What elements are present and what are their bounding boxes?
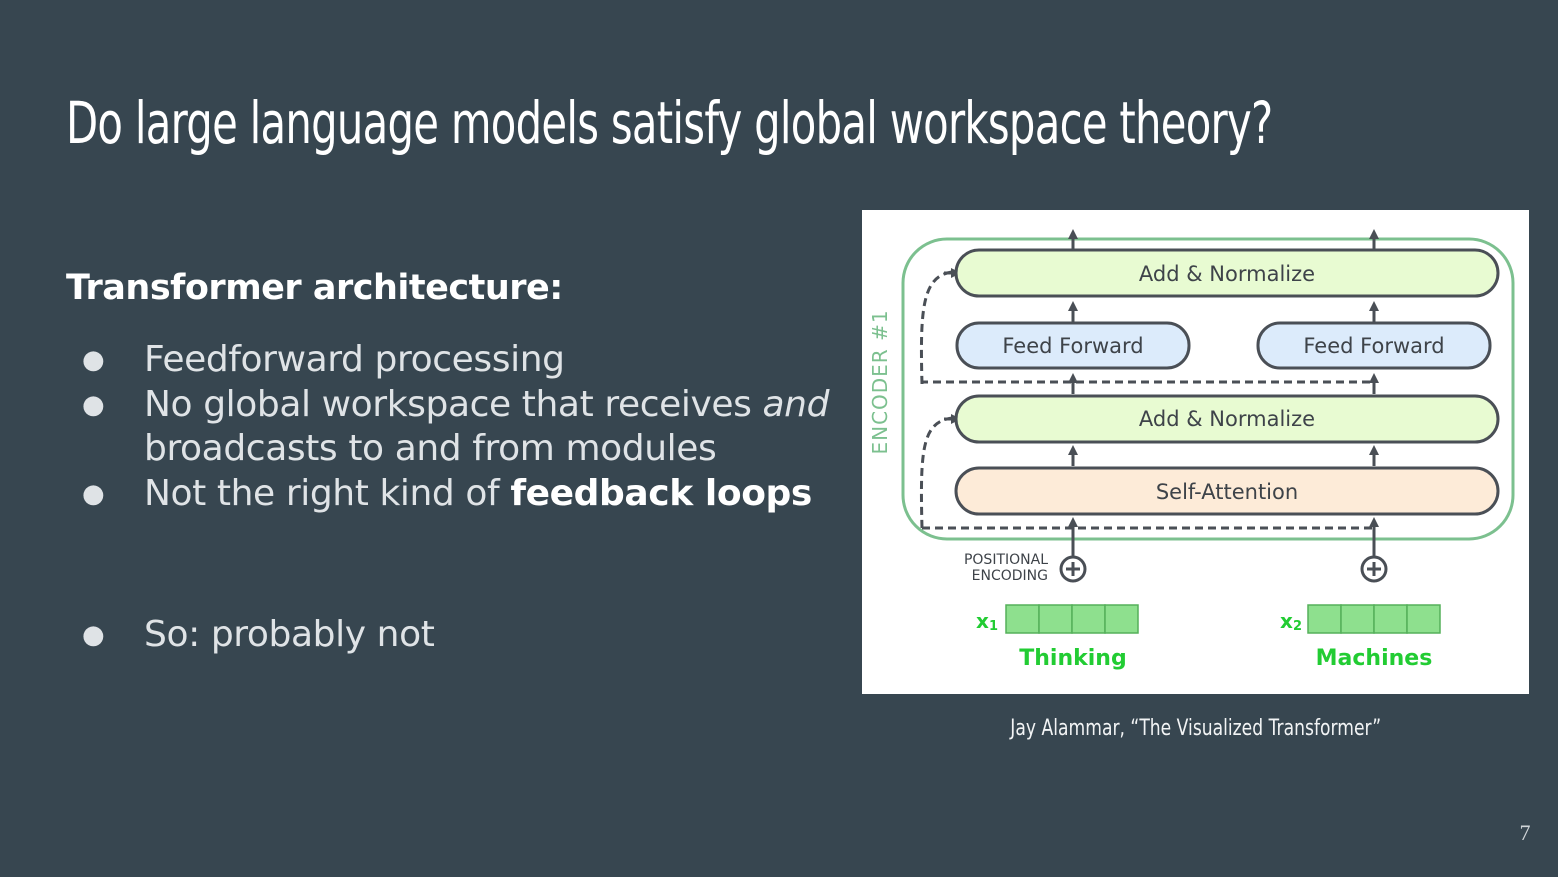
plus-circle-icon — [1360, 555, 1388, 583]
residual-line — [919, 416, 953, 529]
bullet-text-emphasis: and — [762, 384, 830, 425]
x2-label: x — [1280, 609, 1293, 633]
plus-circle-icon — [1059, 555, 1087, 583]
section-heading: Transformer architecture: — [66, 268, 563, 308]
bullet-dot: ● — [82, 479, 105, 509]
residual-line — [920, 380, 1374, 384]
residual-line — [919, 270, 953, 385]
encoder-outline — [901, 237, 1515, 541]
embedding-vector-x2 — [1307, 604, 1441, 634]
bullet-text: No global workspace that receives and — [144, 383, 829, 427]
x1-subscript: 1 — [989, 619, 998, 634]
bullet-list: ● Feedforward processing ● No global wor… — [0, 0, 840, 700]
residual-connections — [919, 270, 1374, 530]
bullet-dot: ● — [82, 345, 105, 375]
slide-title: Do large language models satisfy global … — [66, 89, 1273, 157]
token-word-thinking: Thinking — [1019, 646, 1126, 671]
transformer-encoder-diagram: ENCODER #1 Add & Normalize — [862, 210, 1529, 694]
bullet-text-bold: feedback loops — [510, 473, 812, 514]
bullet-text-part: No global workspace that receives — [144, 384, 763, 425]
figure-caption-text: Jay Alammar, “The Visualized Transformer… — [1010, 716, 1381, 741]
x1-label: x — [976, 609, 989, 633]
bottom-edge — [0, 877, 1558, 880]
feed-forward-box-right — [1256, 321, 1492, 370]
self-attention-box — [954, 466, 1500, 516]
mid-add-normalize-box — [954, 394, 1500, 444]
feed-forward-label-right: Feed Forward — [1303, 334, 1444, 358]
bullet-text: broadcasts to and from modules — [144, 428, 717, 469]
bullet-text-part: Not the right kind of — [144, 473, 511, 514]
positional-encoding-label-line2: ENCODING — [972, 568, 1048, 584]
diagram-svg: ENCODER #1 Add & Normalize — [868, 229, 1515, 671]
flow-arrows — [1068, 229, 1379, 556]
feed-forward-label-left: Feed Forward — [1002, 334, 1143, 358]
encoder-label: ENCODER #1 — [868, 309, 892, 454]
bullet-text: So: probably not — [144, 614, 435, 655]
residual-arrowheads — [944, 268, 961, 424]
top-add-normalize-box — [954, 248, 1500, 298]
token-word-machines: Machines — [1316, 646, 1433, 671]
self-attention-label: Self-Attention — [1156, 480, 1298, 504]
embedding-vector-x1 — [1005, 604, 1139, 634]
bullet-dot: ● — [82, 620, 105, 650]
figure-caption: Jay Alammar, “The Visualized Transformer… — [862, 714, 1529, 744]
page-number: 7 — [1519, 820, 1531, 845]
top-add-normalize-label: Add & Normalize — [1139, 262, 1315, 286]
bullet-text: Feedforward processing — [144, 339, 565, 380]
positional-encoding-label-line1: POSITIONAL — [964, 552, 1048, 568]
x2-subscript: 2 — [1293, 619, 1302, 634]
bullet-text: Not the right kind of feedback loops — [144, 472, 812, 516]
mid-add-normalize-label: Add & Normalize — [1139, 407, 1315, 431]
bullet-dot: ● — [82, 390, 105, 420]
feed-forward-box-left — [955, 321, 1191, 370]
